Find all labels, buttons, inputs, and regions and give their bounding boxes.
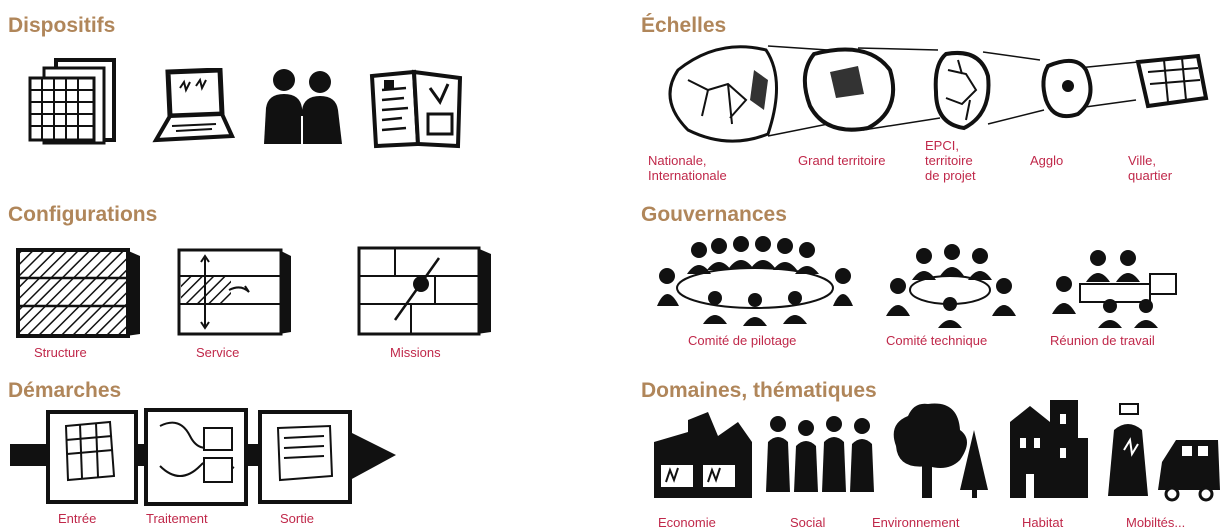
caption-mobilites: Mobiltés... <box>1126 515 1186 530</box>
caption-structure: Structure <box>34 345 87 360</box>
process-flow-sketch <box>10 406 400 508</box>
missions-box-sketch <box>355 244 495 338</box>
economy-building-sketch <box>648 402 758 502</box>
caption-service: Service <box>196 345 240 360</box>
caption-habitat: Habitat <box>1022 515 1064 530</box>
section-title-echelles: Échelles <box>641 14 727 37</box>
mobility-transport-sketch <box>1102 400 1222 504</box>
social-people-sketch <box>764 412 879 498</box>
caption-environnement: Environnement <box>872 515 960 530</box>
caption-ville-quartier: Ville, quartier <box>1128 153 1173 183</box>
caption-comite-technique: Comité technique <box>886 333 988 348</box>
section-title-configurations: Configurations <box>8 203 158 226</box>
caption-reunion-travail: Réunion de travail <box>1050 333 1155 348</box>
steering-committee-sketch <box>655 236 855 328</box>
service-box-sketch <box>175 246 295 338</box>
scales-zoom-sketch <box>658 40 1213 145</box>
people-sketch <box>256 66 351 146</box>
caption-economie: Economie <box>658 515 716 530</box>
caption-nationale: Nationale, Internationale <box>648 153 727 183</box>
caption-social: Social <box>790 515 826 530</box>
caption-epci: EPCI, territoire de projet <box>925 138 976 183</box>
section-title-gouvernances: Gouvernances <box>641 203 787 226</box>
laptop-sketch <box>150 68 235 148</box>
housing-buildings-sketch <box>1006 398 1091 500</box>
grid-document-sketch <box>26 58 121 148</box>
caption-traitement: Traitement <box>146 511 208 526</box>
caption-entree: Entrée <box>58 511 97 526</box>
section-title-demarches: Démarches <box>8 379 122 402</box>
caption-agglo: Agglo <box>1030 153 1064 168</box>
technical-committee-sketch <box>880 242 1020 328</box>
section-title-domaines: Domaines, thématiques <box>641 379 877 402</box>
environment-trees-sketch <box>888 400 993 500</box>
working-meeting-sketch <box>1050 244 1190 328</box>
section-title-dispositifs: Dispositifs <box>8 14 116 37</box>
caption-missions: Missions <box>390 345 441 360</box>
books-sketch <box>368 68 468 150</box>
caption-sortie: Sortie <box>280 511 314 526</box>
structure-box-sketch <box>14 246 144 340</box>
caption-comite-pilotage: Comité de pilotage <box>688 333 797 348</box>
caption-grand-territoire: Grand territoire <box>798 153 886 168</box>
